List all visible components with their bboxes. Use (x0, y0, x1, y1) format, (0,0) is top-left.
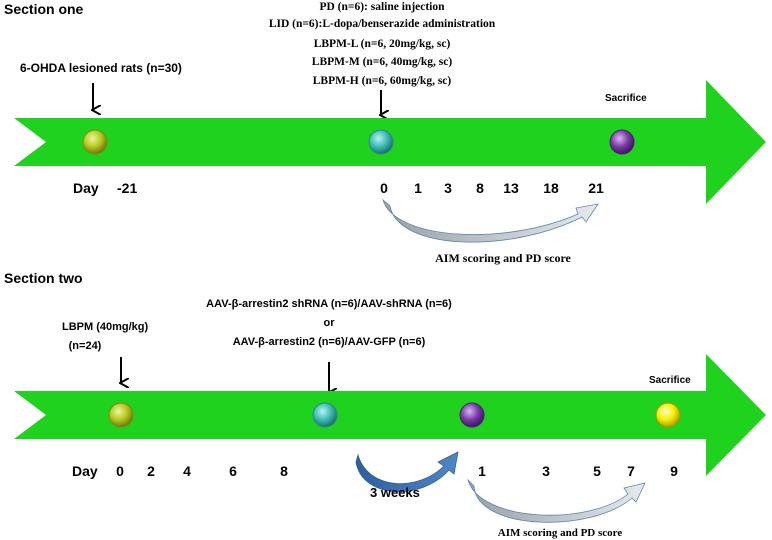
scoring-label-one: AIM scoring and PD score (435, 251, 571, 265)
day-label-one: Day (73, 180, 99, 196)
injection-line-one: AAV-β-arrestin2 shRNA (n=6)/AAV-shRNA (n… (206, 298, 452, 310)
three-weeks-label: 3 weeks (370, 485, 420, 500)
day-tick: 0 (380, 180, 388, 196)
day-tick: 3 (542, 463, 550, 479)
day-axis-one: Day -21 0 1 3 8 13 18 21 (73, 180, 604, 196)
section-one-title: Section one (4, 1, 84, 17)
day-tick: 1 (414, 180, 422, 196)
day-tick: 0 (116, 463, 124, 479)
day-tick: 21 (588, 180, 604, 196)
dot-treatment-two (459, 402, 485, 428)
scoring-label-two: AIM scoring and PD score (498, 527, 623, 539)
dot-start-one (82, 129, 108, 155)
treatment-groups: PD (n=6): saline injection LID (n=6):L-d… (269, 1, 496, 87)
dot-lbpm-two (108, 402, 134, 428)
sacrifice-label-two: Sacrifice (649, 375, 691, 386)
injection-or: or (324, 317, 336, 329)
group-lbpm-l: LBPM-L (n=6, 20mg/kg, sc) (314, 38, 451, 50)
day-tick: 8 (280, 463, 288, 479)
day-tick: 18 (543, 180, 559, 196)
lbpm-dose-label: LBPM (40mg/kg) (62, 321, 149, 333)
dot-sacrifice-two (655, 402, 681, 428)
dot-treatment-one (368, 129, 394, 155)
group-lbpm-m: LBPM-M (n=6, 40mg/kg, sc) (312, 56, 453, 68)
scoring-curve-arrow-two (467, 479, 646, 523)
day-tick: 8 (476, 180, 484, 196)
day-tick: 4 (183, 463, 191, 479)
day-tick: 7 (627, 463, 635, 479)
day-tick: 9 (670, 463, 678, 479)
day-start-one: -21 (117, 180, 137, 196)
injection-line-two: AAV-β-arrestin2 (n=6)/AAV-GFP (n=6) (233, 336, 426, 348)
day-label-two: Day (72, 463, 98, 479)
lbpm-n-label: (n=24) (69, 340, 102, 352)
dot-sacrifice-one (609, 129, 635, 155)
injection-groups: AAV-β-arrestin2 shRNA (n=6)/AAV-shRNA (n… (206, 298, 452, 348)
lesioned-rats-label: 6-OHDA lesioned rats (n=30) (20, 61, 182, 75)
timeline-arrow-two (14, 354, 766, 476)
day-tick: 13 (503, 180, 519, 196)
scoring-curve-arrow-one (382, 198, 599, 243)
dot-injection-two (312, 402, 338, 428)
three-weeks-curve-arrow (355, 451, 459, 492)
day-tick: 5 (593, 463, 601, 479)
group-lbpm-h: LBPM-H (n=6, 60mg/kg, sc) (313, 75, 452, 87)
day-axis-two: Day 0 2 4 6 8 1 3 5 7 9 (72, 463, 678, 479)
sacrifice-label-one: Sacrifice (605, 93, 647, 104)
day-tick: 1 (478, 463, 486, 479)
day-tick: 3 (444, 180, 452, 196)
section-two-title: Section two (4, 270, 83, 286)
group-pd: PD (n=6): saline injection (319, 1, 445, 13)
group-lid: LID (n=6):L-dopa/benserazide administrat… (269, 18, 496, 30)
day-tick: 2 (147, 463, 155, 479)
day-tick: 6 (229, 463, 237, 479)
